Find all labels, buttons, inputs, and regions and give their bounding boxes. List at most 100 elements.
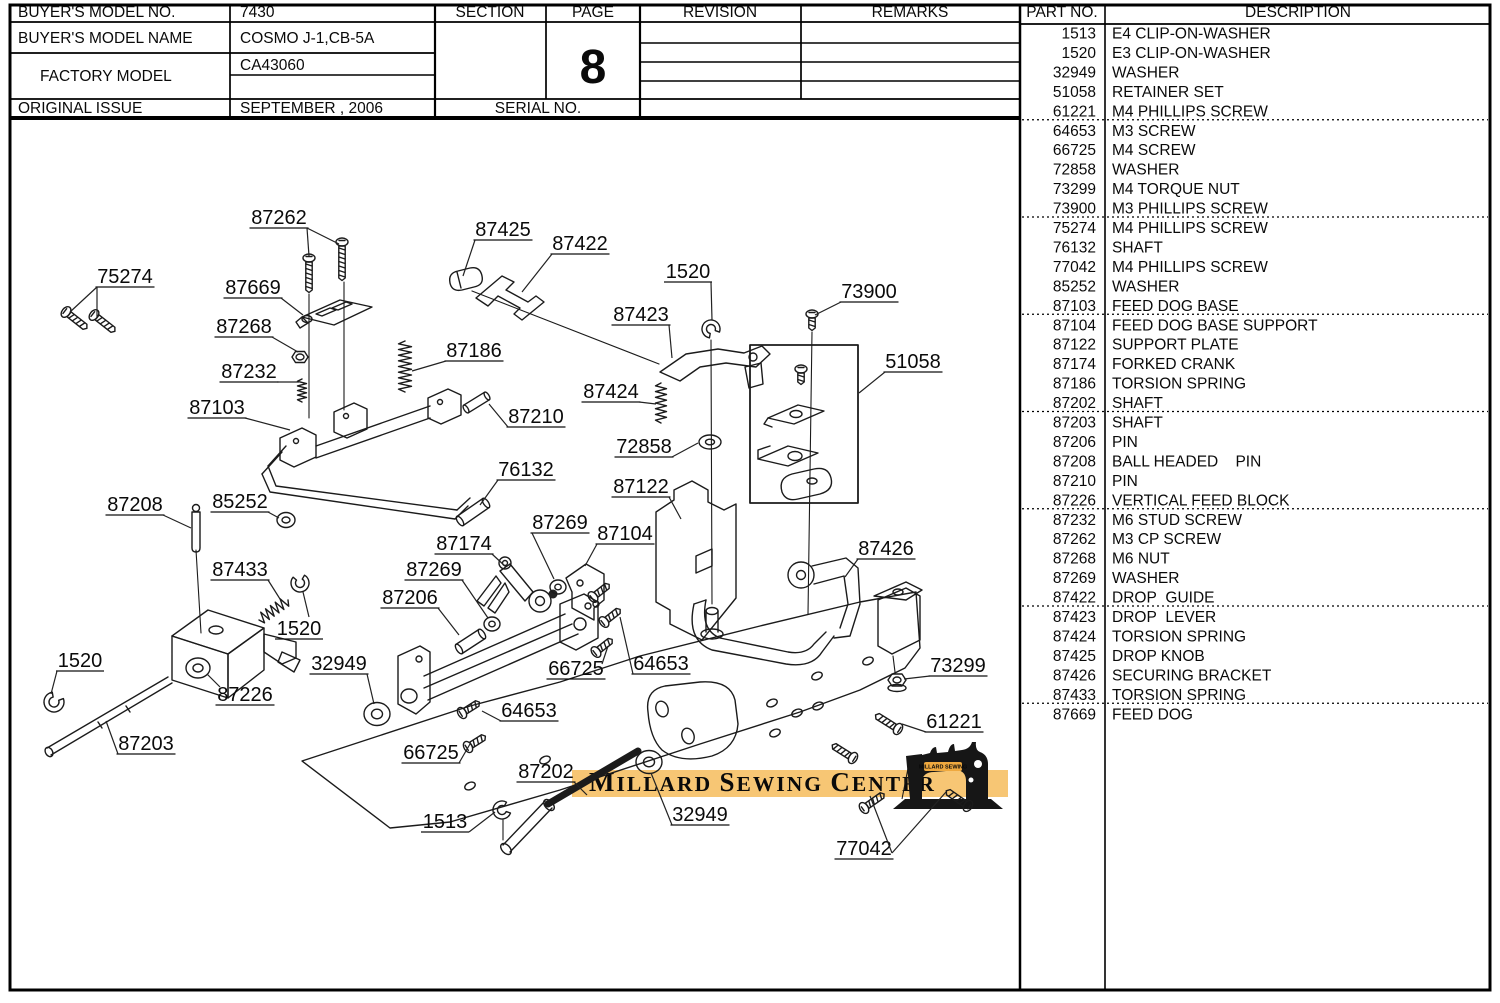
watermark-bar: MILLARD SEWING CENTER (572, 767, 1008, 797)
part-no-cell: 85252 (1053, 278, 1096, 295)
callout-66725: 66725 (546, 645, 609, 680)
forked-crank-87174 (476, 556, 558, 614)
leader-line (462, 239, 476, 277)
leader-line (668, 496, 682, 520)
callout-87122: 87122 (611, 476, 682, 520)
callout-87425: 87425 (462, 219, 533, 277)
callout-label: 87122 (613, 476, 669, 498)
leader-line (50, 670, 58, 695)
part-desc-cell: RETAINER SET (1112, 84, 1224, 101)
leader-line (869, 795, 893, 854)
callout-87426: 87426 (844, 538, 916, 578)
part-no-cell: 87202 (1053, 395, 1096, 412)
callout-label: 72858 (616, 436, 672, 458)
leader-line (521, 253, 553, 293)
callout-label: 87210 (508, 406, 564, 428)
callout-87423: 87423 (611, 304, 673, 359)
callout-label: 32949 (311, 653, 367, 675)
part-no-cell: 87206 (1053, 434, 1096, 451)
part-no-header: PART NO. (1026, 4, 1098, 21)
part-desc-cell: TORSION SPRING (1112, 687, 1246, 704)
logo-handwheel (974, 760, 982, 768)
part-no-cell: 73900 (1053, 201, 1096, 218)
buyers-model-name-label: BUYER'S MODEL NAME (18, 30, 193, 47)
part-no-cell: 61221 (1053, 103, 1096, 120)
part-desc-cell: M4 PHILLIPS SCREW (1112, 259, 1268, 276)
callout-87422: 87422 (521, 233, 610, 293)
callout-87103: 87103 (187, 397, 291, 431)
m6-nut-87268 (291, 350, 309, 364)
part-desc-cell: M4 PHILLIPS SCREW (1112, 220, 1268, 237)
part-desc-cell: PIN (1112, 473, 1138, 490)
leader-line (584, 543, 598, 567)
pillar-bracket (873, 581, 923, 655)
callout-label: 85252 (212, 491, 268, 513)
part-no-cell: 87426 (1053, 667, 1096, 684)
callout-label: 1520 (666, 261, 711, 283)
vertical-feed-block-87226 (171, 609, 301, 699)
leader-line (306, 227, 310, 257)
part-no-cell: 87268 (1053, 551, 1096, 568)
watermark-background (572, 770, 1008, 797)
plate-pin (700, 606, 724, 640)
part-desc-cell: SHAFT (1112, 395, 1163, 412)
part-row: 85252 WASHER (1053, 278, 1180, 295)
foreground-screws (858, 788, 974, 815)
callout-72858: 72858 (614, 436, 699, 458)
part-no-cell: 87226 (1053, 492, 1096, 509)
part-no-cell: 87669 (1053, 706, 1096, 723)
part-desc-cell: SHAFT (1112, 415, 1163, 432)
callout-87268: 87268 (214, 316, 299, 353)
part-desc-cell: TORSION SPRING (1112, 376, 1246, 393)
part-no-cell: 87174 (1053, 356, 1096, 373)
part-no-cell: 75274 (1053, 220, 1096, 237)
logo-label-plate (924, 762, 962, 771)
leader-line (671, 442, 699, 458)
washer-icon (363, 701, 391, 727)
callout-32949: 32949 (309, 653, 375, 705)
callout-label: 76132 (498, 459, 554, 481)
part-desc-cell: M3 CP SCREW (1112, 531, 1221, 548)
screw-icon (335, 237, 349, 282)
part-row: 87202 SHAFT (1053, 395, 1163, 412)
callout-87186: 87186 (411, 340, 504, 372)
callout-32949: 32949 (650, 772, 730, 826)
callout-1520: 1520 (50, 650, 104, 695)
feed-bar-rail (397, 593, 599, 715)
callout-label: 73900 (841, 281, 897, 303)
logo-base (893, 799, 1003, 809)
callout-85252: 85252 (210, 491, 280, 519)
leader-line (481, 710, 502, 722)
part-row: 87669 FEED DOG (1053, 706, 1193, 723)
callout-61221: 61221 (901, 711, 984, 733)
part-desc-cell: M4 TORQUE NUT (1112, 181, 1240, 198)
header-table: BUYER'S MODEL NO. 7430 BUYER'S MODEL NAM… (18, 4, 1351, 117)
part-no-cell: 32949 (1053, 64, 1096, 81)
leader-line (668, 324, 673, 359)
callout-1520: 1520 (275, 591, 323, 640)
leader-line (366, 673, 375, 705)
part-desc-cell: WASHER (1112, 278, 1179, 295)
part-desc-cell: M4 SCREW (1112, 142, 1196, 159)
leader-line (411, 360, 447, 372)
retainer-set-51058 (749, 344, 859, 504)
part-desc-cell: FEED DOG (1112, 706, 1193, 723)
part-no-cell: 87186 (1053, 376, 1096, 393)
part-desc-cell: FEED DOG BASE (1112, 298, 1239, 315)
screw-icon (456, 700, 481, 720)
callout-51058: 51058 (858, 351, 943, 394)
screw-icon (60, 305, 88, 330)
drop-knob-87425 (448, 266, 484, 292)
callout-label: 61221 (926, 711, 982, 733)
leader-line (437, 607, 460, 636)
callout-1513: 1513 (421, 811, 496, 833)
